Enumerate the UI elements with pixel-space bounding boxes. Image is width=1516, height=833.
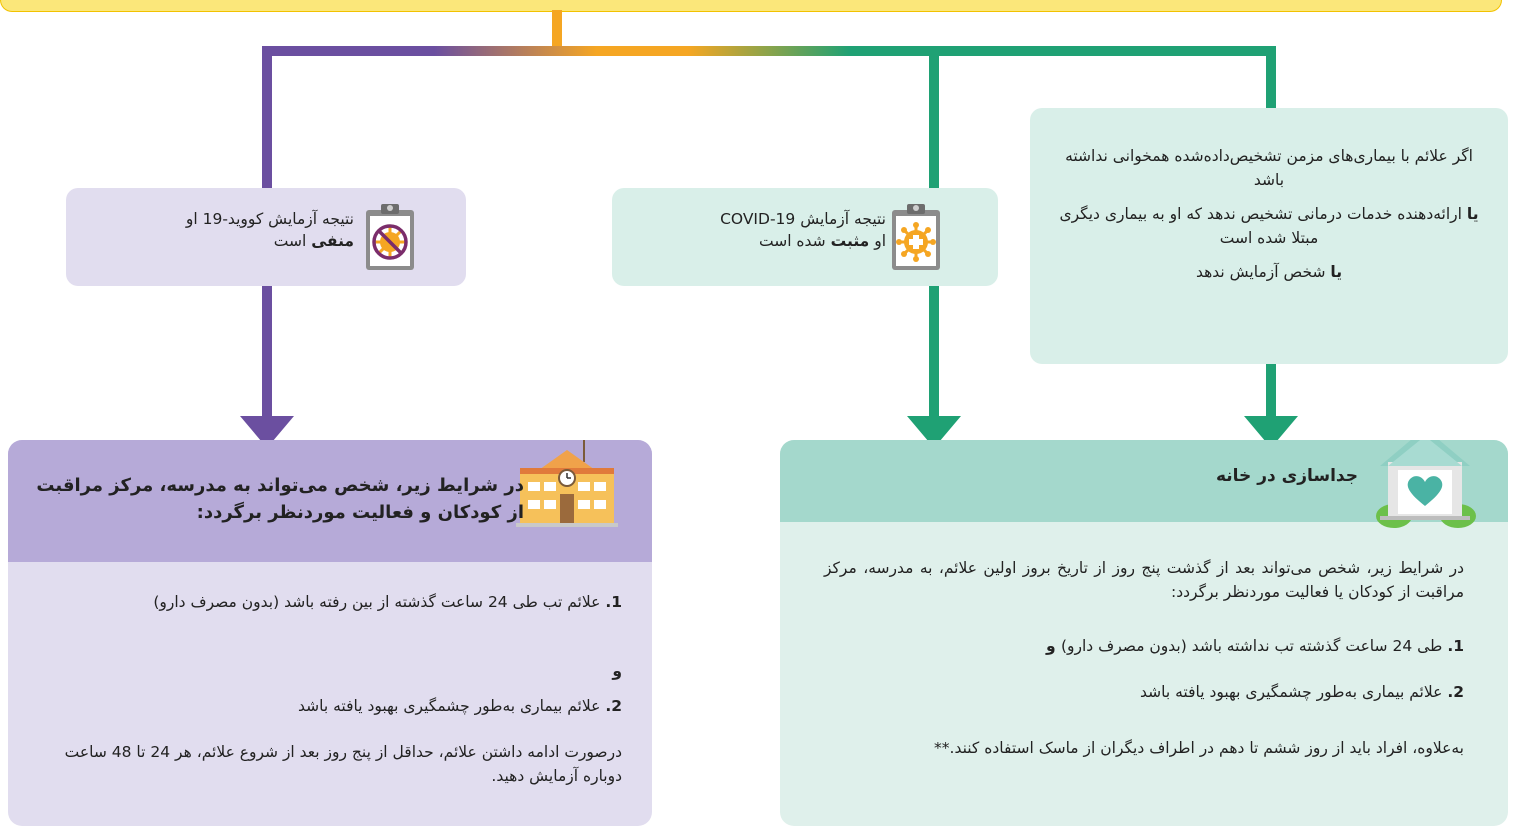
- positive-pre: او: [869, 232, 886, 251]
- school-and: و: [612, 662, 622, 680]
- school-building-icon: [514, 440, 620, 532]
- home-item-2-text: علائم بیماری به‌طور چشمگیری بهبود یافته …: [1140, 683, 1443, 701]
- home-item-1-num: 1.: [1447, 637, 1464, 655]
- condition-drop-line: [1266, 46, 1276, 108]
- home-item-1-text: طی 24 ساعت گذشته تب نداشته باشد (بدون مص…: [1060, 637, 1443, 655]
- school-item-1-num: 1.: [605, 593, 622, 611]
- house-heart-icon: [1370, 440, 1480, 534]
- home-item-1-and: و: [1045, 637, 1061, 655]
- home-item-2: 2. علائم بیماری به‌طور چشمگیری بهبود یاف…: [824, 680, 1464, 704]
- home-card-title: جداسازی در خانه: [1215, 466, 1358, 486]
- positive-result-box: نتیجه آزمایش COVID-19 او مثبت شده است: [612, 188, 998, 286]
- arrow-to-home-2: [1244, 416, 1298, 448]
- clipboard-virus-positive-icon: [890, 202, 942, 276]
- or-label-1: یا: [1466, 205, 1479, 224]
- home-item-1: 1. طی 24 ساعت گذشته تب نداشته باشد (بدون…: [824, 634, 1464, 658]
- positive-text: نتیجه آزمایش COVID-19 او مثبت شده است: [626, 208, 886, 253]
- clipboard-virus-negative-icon: [364, 202, 416, 276]
- stem-line: [552, 10, 562, 54]
- positive-line-1: نتیجه آزمایش COVID-19: [720, 210, 886, 228]
- school-item-1: 1. علائم تب طی 24 ساعت گذشته از بین رفته…: [22, 590, 622, 614]
- negative-post: است: [273, 232, 312, 251]
- positive-bold: مثبت: [830, 232, 870, 251]
- negative-bold: منفی: [311, 232, 354, 251]
- horizontal-line: [262, 46, 1276, 56]
- positive-drop-line: [929, 46, 939, 188]
- arrow-to-home-1: [907, 416, 961, 448]
- school-item-2-num: 2.: [605, 697, 622, 715]
- negative-result-box: نتیجه آزمایش کووید-19 او منفی است: [66, 188, 466, 286]
- home-item-2-num: 2.: [1447, 683, 1464, 701]
- arrow-to-school: [240, 416, 294, 448]
- positive-post: شده است: [758, 232, 831, 251]
- condition-line-2: ارائه‌دهنده خدمات درمانی تشخیص ندهد که ا…: [1059, 205, 1462, 248]
- school-note: درصورت ادامه داشتن علائم، حداقل از پنج ر…: [64, 743, 622, 786]
- home-isolation-card: جداسازی در خانه در شرایط زیر، شخص می‌توا…: [780, 440, 1508, 826]
- school-item-2-text: علائم بیماری به‌طور چشمگیری بهبود یافته …: [298, 697, 601, 715]
- school-item-1-text: علائم تب طی 24 ساعت گذشته از بین رفته با…: [153, 593, 601, 611]
- condition-line-1: اگر علائم با بیماری‌های مزمن تشخیص‌داده‌…: [1065, 147, 1473, 190]
- school-return-card: در شرایط زیر، شخص می‌تواند به مدرسه، مرک…: [8, 440, 652, 826]
- school-item-2: 2. علائم بیماری به‌طور چشمگیری بهبود یاف…: [22, 694, 622, 718]
- negative-drop-line: [262, 46, 272, 188]
- home-intro: در شرایط زیر، شخص می‌تواند بعد از گذشت پ…: [824, 559, 1464, 602]
- negative-line-1: نتیجه آزمایش کووید-19 او: [185, 210, 354, 228]
- condition-box: اگر علائم با بیماری‌های مزمن تشخیص‌داده‌…: [1030, 108, 1508, 364]
- condition-line-3: شخص آزمایش ندهد: [1195, 263, 1326, 282]
- or-label-2: یا: [1330, 263, 1343, 282]
- home-note: به‌علاوه، افراد باید از روز ششم تا دهم د…: [934, 739, 1464, 757]
- school-card-title: در شرایط زیر، شخص می‌تواند به مدرسه، مرک…: [36, 475, 524, 523]
- negative-text: نتیجه آزمایش کووید-19 او منفی است: [84, 208, 354, 253]
